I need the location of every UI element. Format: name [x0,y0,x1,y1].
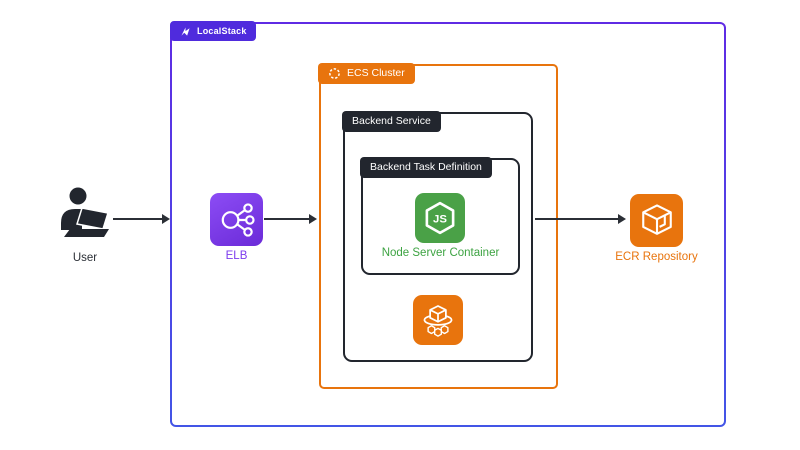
ecr-tile [630,194,683,247]
nodejs-tile: JS [415,193,465,243]
elb-icon [215,198,259,242]
svg-text:JS: JS [433,213,447,225]
ecs-containers-icon [417,299,459,341]
localstack-label: LocalStack [197,25,247,36]
elb-tile [210,193,263,246]
localstack-badge: LocalStack [170,21,256,41]
backend-service-badge: Backend Service [342,111,441,132]
arrow-user-to-localstack [113,214,170,224]
user-label: User [72,252,98,264]
task-definition-badge: Backend Task Definition [360,157,492,178]
user-icon [57,186,113,238]
arrow-elb-to-ecs-cluster [264,214,317,224]
ecs-cluster-badge: ECS Cluster [318,63,415,84]
ecr-repository-label: ECR Repository [615,251,698,263]
ecs-service-tile [413,295,463,345]
nodejs-icon: JS [419,197,461,239]
localstack-logo-icon [179,25,192,38]
backend-service-label: Backend Service [352,115,431,128]
arrow-backend-service-to-ecr [535,214,626,224]
elb-label: ELB [225,250,248,262]
ecs-cluster-box [319,64,558,389]
ecr-icon [635,199,679,243]
ecs-cluster-label: ECS Cluster [347,67,405,80]
task-definition-label: Backend Task Definition [370,161,482,174]
ecs-cluster-icon [328,67,341,80]
node-server-container-label: Node Server Container [381,247,500,259]
